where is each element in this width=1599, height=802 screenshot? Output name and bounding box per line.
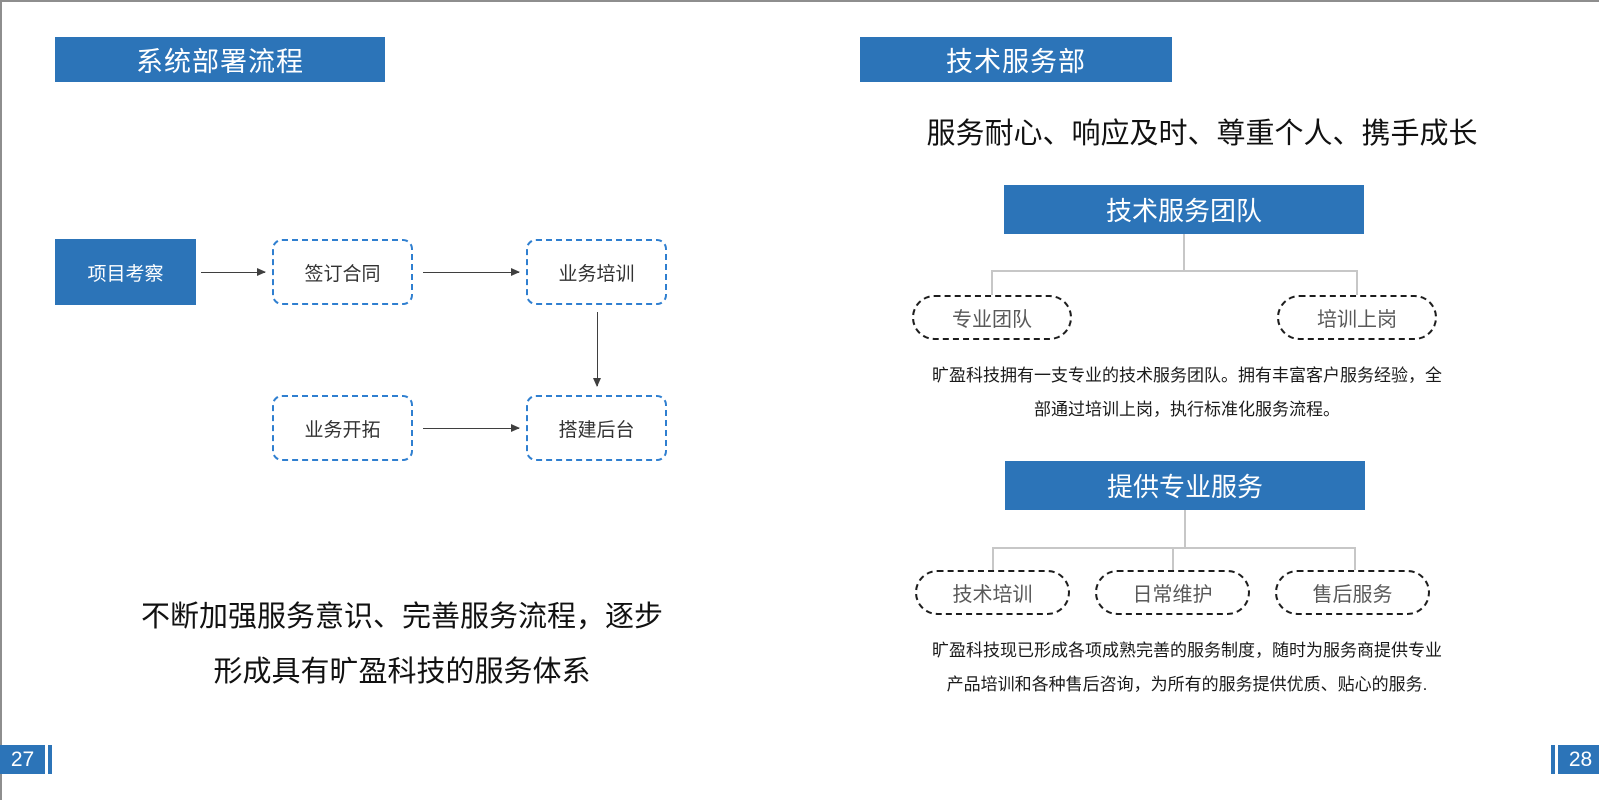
connector-stem-1 bbox=[1183, 234, 1185, 272]
page-title-right: 技术服务部 bbox=[860, 37, 1172, 82]
tree-2-description-line-2: 产品培训和各种售后咨询，为所有的服务提供优质、贴心的服务. bbox=[946, 675, 1428, 694]
org-child-professional-team: 专业团队 bbox=[912, 295, 1072, 340]
slide-right: 技术服务部 服务耐心、响应及时、尊重个人、携手成长 技术服务团队 专业团队 培训… bbox=[802, 2, 1599, 802]
connector-bar-1 bbox=[991, 270, 1357, 272]
tree-1-description-line-2: 部通过培训上岗，执行标准化服务流程。 bbox=[1034, 400, 1340, 419]
badge-tick-icon bbox=[1551, 745, 1555, 774]
org-head-professional-service: 提供专业服务 bbox=[1005, 461, 1365, 510]
arrow-right-icon-3 bbox=[423, 424, 520, 432]
page-badge-left: 27 bbox=[0, 745, 52, 774]
page-number-right: 28 bbox=[1558, 745, 1599, 774]
caption-line-1: 不断加强服务意识、完善服务流程，逐步 bbox=[140, 601, 663, 633]
badge-tick-icon bbox=[48, 745, 52, 774]
tree-1-description-line-1: 旷盈科技拥有一支专业的技术服务团队。拥有丰富客户服务经验，全 bbox=[932, 366, 1442, 385]
tree-2-description: 旷盈科技现已形成各项成熟完善的服务制度，随时为服务商提供专业 产品培训和各种售后… bbox=[842, 634, 1532, 702]
flow-node-business-development: 业务开拓 bbox=[272, 395, 413, 461]
tree-1-description: 旷盈科技拥有一支专业的技术服务团队。拥有丰富客户服务经验，全 部通过培训上岗，执… bbox=[842, 359, 1532, 427]
tree-2-description-line-1: 旷盈科技现已形成各项成熟完善的服务制度，随时为服务商提供专业 bbox=[932, 641, 1442, 660]
org-child-daily-maintenance: 日常维护 bbox=[1095, 570, 1250, 615]
slide-left: 系统部署流程 项目考察 签订合同 业务培训 业务开拓 搭建后台 不断加强服务意识… bbox=[0, 2, 802, 802]
page-title-left: 系统部署流程 bbox=[55, 37, 385, 82]
page-number-left: 27 bbox=[0, 745, 45, 774]
org-head-service-team: 技术服务团队 bbox=[1004, 185, 1364, 234]
arrow-down-icon-1 bbox=[593, 312, 601, 387]
flow-node-project-survey: 项目考察 bbox=[55, 239, 196, 305]
connector-drop-2a bbox=[992, 547, 994, 571]
org-child-trained-staff: 培训上岗 bbox=[1277, 295, 1437, 340]
page-badge-right: 28 bbox=[1551, 745, 1599, 774]
flow-node-sign-contract: 签订合同 bbox=[272, 239, 413, 305]
connector-bar-2 bbox=[992, 547, 1356, 549]
caption-line-2: 形成具有旷盈科技的服务体系 bbox=[213, 656, 591, 688]
connector-drop-2c bbox=[1354, 547, 1356, 571]
arrow-right-icon-1 bbox=[201, 268, 266, 276]
department-slogan: 服务耐心、响应及时、尊重个人、携手成长 bbox=[926, 118, 1478, 150]
connector-drop-1b bbox=[1356, 270, 1358, 296]
connector-drop-2b bbox=[1172, 547, 1174, 571]
arrow-right-icon-2 bbox=[423, 268, 520, 276]
connector-stem-2 bbox=[1184, 510, 1186, 548]
left-footer-caption: 不断加强服务意识、完善服务流程，逐步 形成具有旷盈科技的服务体系 bbox=[62, 590, 742, 700]
connector-drop-1a bbox=[991, 270, 993, 296]
org-child-after-sales-service: 售后服务 bbox=[1275, 570, 1430, 615]
flow-node-business-training: 业务培训 bbox=[526, 239, 667, 305]
flow-node-build-backend: 搭建后台 bbox=[526, 395, 667, 461]
org-child-technical-training: 技术培训 bbox=[915, 570, 1070, 615]
